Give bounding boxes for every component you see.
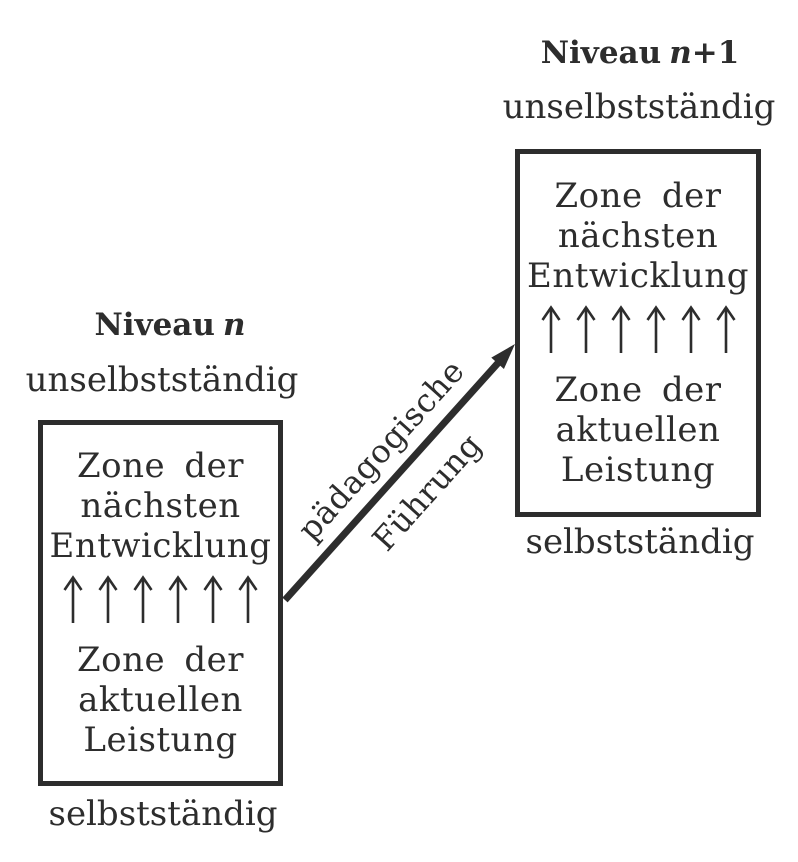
- level-n1-title-text: Niveau: [540, 35, 662, 71]
- level-n-title-variable: n: [222, 307, 246, 343]
- up-arrow-icon: [63, 575, 83, 623]
- level-n1-top-label: unselbstständig: [502, 87, 776, 127]
- level-n1-bottom-label: selbstständig: [525, 522, 755, 562]
- level-n-bottom-label: selbstständig: [48, 794, 278, 834]
- zone-text-line: Zone der: [554, 370, 722, 410]
- zone-text-line: Leistung: [83, 720, 238, 760]
- zone-text-line: aktuellen: [78, 680, 243, 720]
- level-n1-title-variable: n: [669, 35, 692, 71]
- zone-text-line: Zone der: [76, 640, 245, 680]
- up-arrow-icon: [168, 575, 188, 623]
- up-arrow-icon: [98, 575, 118, 623]
- zone-text-line: nächsten: [80, 486, 241, 526]
- level-n-up-arrows-row: [62, 574, 259, 624]
- zone-text-line: Zone der: [76, 446, 245, 486]
- up-arrow-icon: [238, 575, 258, 623]
- up-arrow-icon: [680, 305, 701, 353]
- up-arrow-icon: [133, 575, 153, 623]
- up-arrow-icon: [575, 305, 596, 353]
- zone-text-line: aktuellen: [555, 410, 721, 450]
- level-n-top-label: unselbstständig: [25, 360, 299, 400]
- up-arrow-icon: [645, 305, 666, 353]
- level-n-zone-box: Zone der nächsten Entwicklung Zone der a…: [38, 420, 283, 786]
- up-arrow-icon: [610, 305, 631, 353]
- level-n1-up-arrows-row: [540, 304, 737, 354]
- up-arrow-icon: [203, 575, 223, 623]
- zone-text-line: Entwicklung: [527, 256, 749, 296]
- up-arrow-icon: [540, 305, 561, 353]
- level-n1-zone-box: Zone der nächsten Entwicklung Zone der a…: [515, 149, 761, 517]
- zone-text-line: Entwicklung: [49, 526, 272, 566]
- level-n-title-text: Niveau: [94, 307, 215, 343]
- up-arrow-icon: [715, 305, 736, 353]
- zone-text-line: Zone der: [554, 176, 722, 216]
- zone-text-line: Leistung: [560, 450, 716, 490]
- zone-text-line: nächsten: [557, 216, 719, 256]
- level-n1-title-suffix: +1: [691, 35, 740, 71]
